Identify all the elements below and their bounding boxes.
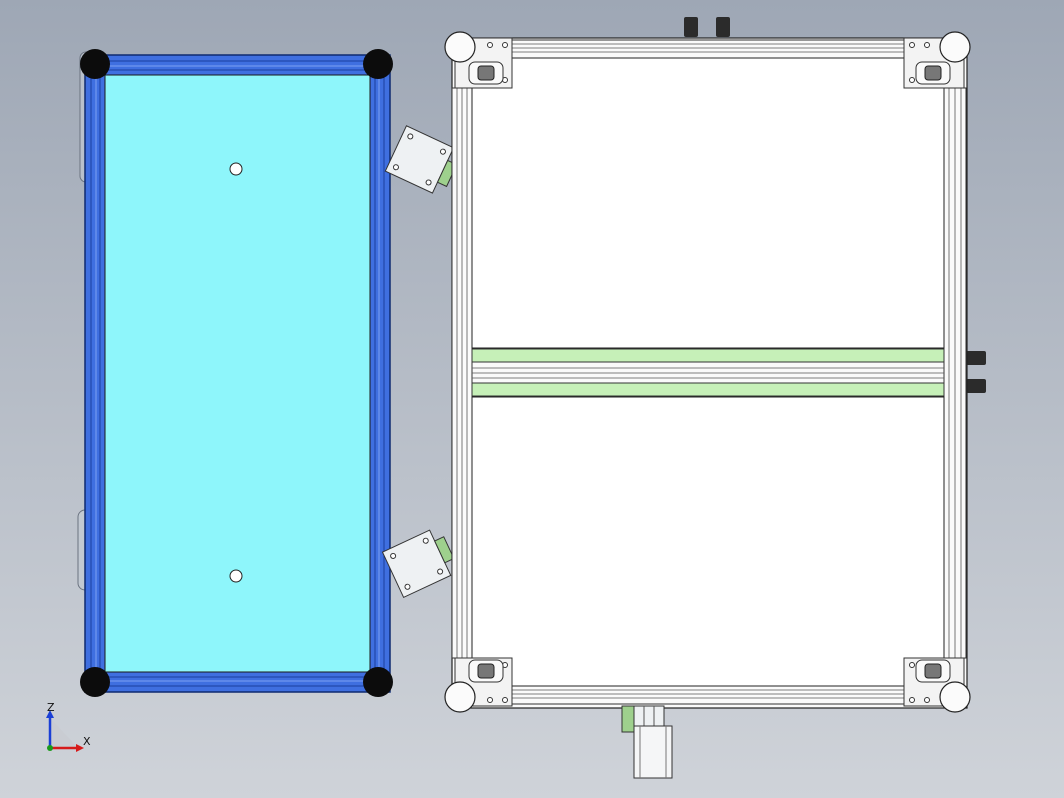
caster-wheel-icon [477, 663, 495, 679]
stepper-motor-icon[interactable] [381, 526, 459, 599]
motor-bolt [407, 133, 414, 140]
bracket-bolt [909, 42, 915, 48]
bottom-rail [504, 685, 906, 705]
corner-bracket-top-left[interactable] [444, 31, 513, 89]
motor-bolt [425, 179, 432, 186]
origin-icon [47, 745, 53, 751]
bracket-bolt [487, 697, 493, 703]
corner-bracket-bottom-right[interactable] [903, 657, 971, 713]
motor-bolt [390, 552, 397, 559]
triad-plane [50, 718, 78, 748]
motor-coupler [633, 705, 665, 727]
table-frame-groove-inner [99, 69, 376, 678]
ball-foot-icon[interactable] [80, 49, 110, 79]
lower-panel[interactable] [471, 396, 945, 687]
caster-wheel-icon [477, 65, 495, 81]
upper-panel[interactable] [471, 57, 945, 349]
ball-foot-icon[interactable] [444, 681, 476, 713]
motor-green-body [621, 705, 635, 733]
aluminum-frame[interactable] [444, 17, 986, 779]
ball-foot-icon[interactable] [939, 31, 971, 63]
x-label: X [83, 735, 91, 748]
z-arrow-icon [46, 710, 54, 718]
bracket-bolt [909, 697, 915, 703]
caster-wheel-icon [924, 663, 942, 679]
knob-icon[interactable] [966, 351, 986, 365]
knob-icon[interactable] [966, 379, 986, 393]
table-frame-groove-outer [90, 60, 385, 687]
bracket-bolt [924, 697, 930, 703]
bracket-bolt [909, 662, 915, 668]
ball-foot-icon[interactable] [363, 667, 393, 697]
x-arrow-icon [76, 744, 84, 752]
motor-bolt [392, 164, 399, 171]
ball-foot-icon[interactable] [363, 49, 393, 79]
stepper-motor-icon[interactable] [384, 125, 462, 198]
ball-foot-icon[interactable] [80, 667, 110, 697]
corner-bracket-bottom-left[interactable] [444, 657, 513, 713]
stepper-motor-icon[interactable] [621, 705, 673, 779]
bracket-bolt [909, 77, 915, 83]
motor-bolt [437, 568, 444, 575]
motor-bolt [439, 148, 446, 155]
bracket-bolt [502, 42, 508, 48]
xyz-triad-icon[interactable]: Z X [46, 701, 91, 752]
green-rail [471, 348, 945, 363]
mount-hole-top [229, 162, 243, 176]
center-rail [471, 361, 945, 384]
green-rail [471, 382, 945, 397]
z-label: Z [47, 701, 55, 714]
bracket-bolt [924, 42, 930, 48]
bracket-bolt [487, 42, 493, 48]
motor-green-body [434, 536, 455, 564]
motor-bolt [404, 583, 411, 590]
table-frame-groove-mid [95, 65, 380, 682]
ball-foot-icon[interactable] [939, 681, 971, 713]
bracket-bolt [502, 697, 508, 703]
ball-foot-icon[interactable] [444, 31, 476, 63]
top-rail [504, 39, 906, 59]
knob-icon[interactable] [684, 17, 698, 37]
mount-hole-bottom [229, 569, 243, 583]
knob-icon[interactable] [716, 17, 730, 37]
conveyor-table-top[interactable] [77, 49, 393, 697]
caster-wheel-icon [924, 65, 942, 81]
corner-bracket-top-right[interactable] [903, 31, 971, 89]
motor-bolt [422, 537, 429, 544]
